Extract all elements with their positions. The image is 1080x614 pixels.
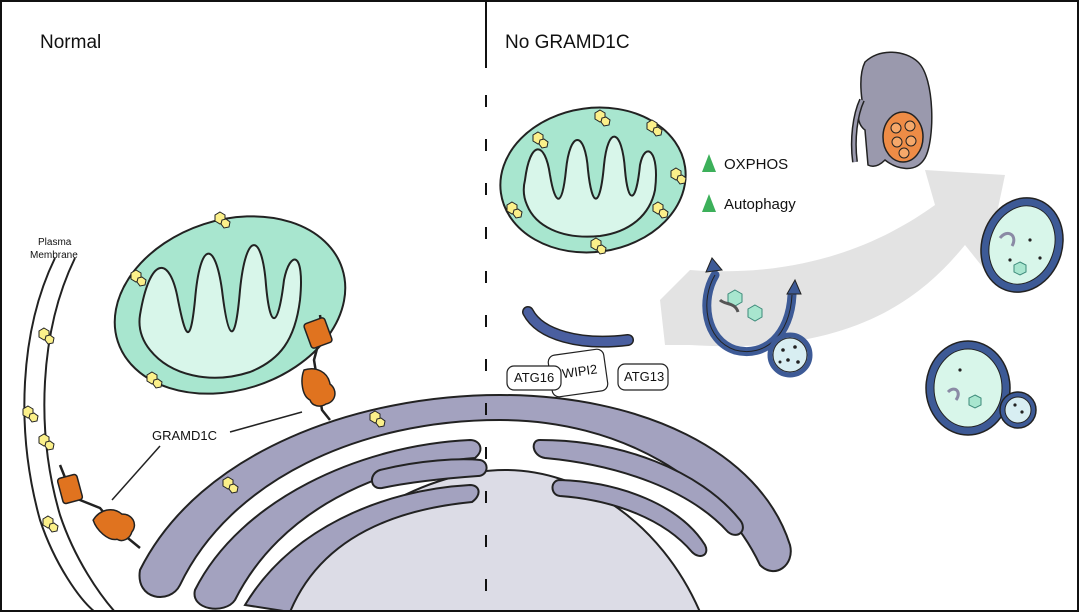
er-sheet-outer	[138, 393, 792, 598]
atg13-label: ATG13	[624, 369, 664, 384]
er-sheet-middle	[193, 438, 482, 610]
autolysosome-lower	[925, 340, 1037, 436]
mitochondrion-left	[113, 215, 347, 395]
oxphos-label: OXPHOS	[724, 156, 788, 173]
er-sheet-left-1	[371, 458, 488, 490]
oxphos-up-arrow-icon	[702, 154, 716, 172]
gramd1c-label: GRAMD1C	[152, 428, 217, 443]
autophagy-up-arrow-icon	[702, 194, 716, 212]
autophagosome-formation	[702, 257, 813, 378]
gramd1c-proteins	[56, 314, 336, 550]
er-sheet-right-2	[551, 478, 708, 557]
wipi2-label: WIPI2	[561, 361, 598, 381]
autophagy-label: Autophagy	[724, 196, 796, 213]
er-sheet-right-1	[532, 438, 744, 536]
right-panel-title: No GRAMD1C	[505, 32, 630, 53]
kidney-icon	[850, 51, 933, 170]
endoplasmic-reticulum	[138, 393, 792, 611]
flow-arrow	[660, 170, 1005, 347]
phagophore	[523, 307, 633, 347]
atg16-label: ATG16	[514, 370, 554, 385]
er-sheet-inner	[243, 483, 480, 611]
atg16-box	[506, 365, 562, 391]
plasma-membrane-label-line1: Plasma	[38, 237, 72, 248]
left-panel-title: Normal	[40, 32, 101, 53]
plasma-membrane-label-line2: Membrane	[30, 250, 78, 261]
mitochondrion-right	[499, 106, 687, 254]
plasma-membrane	[23, 257, 116, 611]
atg13-box	[617, 363, 669, 391]
autolysosome-upper	[980, 197, 1064, 293]
